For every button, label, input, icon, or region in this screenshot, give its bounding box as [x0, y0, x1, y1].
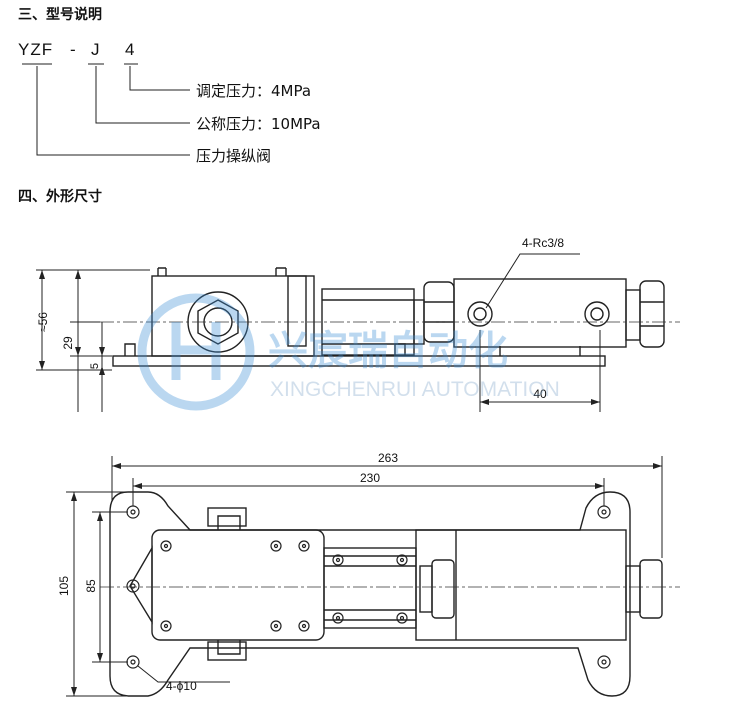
dim-40-label: 40: [533, 387, 547, 401]
side-view-dimensions: [36, 253, 601, 412]
hole-label: 4-ϕ10: [166, 679, 197, 693]
model-leader-lines: [22, 63, 190, 156]
section-4-heading: 四、外形尺寸: [18, 189, 102, 205]
port-label: 4-Rc3/8: [522, 236, 564, 250]
model-code-dash: -: [70, 40, 77, 59]
watermark: 兴宸瑞自动化 XINGCHENRUI AUTOMATION: [137, 293, 560, 411]
watermark-en: XINGCHENRUI AUTOMATION: [270, 378, 560, 401]
model-code-prefix: YZF: [18, 40, 54, 59]
section-3-heading: 三、型号说明: [18, 7, 102, 23]
top-view: [109, 491, 663, 697]
watermark-logo-icon: [137, 293, 255, 411]
dim-263-label: 263: [378, 451, 398, 465]
dim-29-label: 29: [61, 336, 75, 350]
dim-105-label: 105: [57, 576, 71, 596]
model-code-pressure-type: J: [91, 40, 101, 59]
model-desc-setting-pressure: 调定压力：4MPa: [196, 82, 312, 100]
side-view-arrowheads: [39, 270, 600, 405]
model-code-setting: 4: [125, 40, 136, 59]
dim-5-label: 5: [89, 363, 101, 369]
dim-85-label: 85: [84, 579, 98, 593]
model-desc-valve-name: 压力操纵阀: [196, 147, 272, 165]
dim-height-label: ≈56: [36, 312, 50, 332]
watermark-cn: 兴宸瑞自动化: [268, 328, 508, 374]
top-view-dimensions: [66, 456, 663, 697]
model-desc-nominal-pressure: 公称压力：10MPa: [196, 115, 321, 133]
dim-230-label: 230: [360, 471, 380, 485]
top-view-arrowheads: [71, 463, 662, 696]
